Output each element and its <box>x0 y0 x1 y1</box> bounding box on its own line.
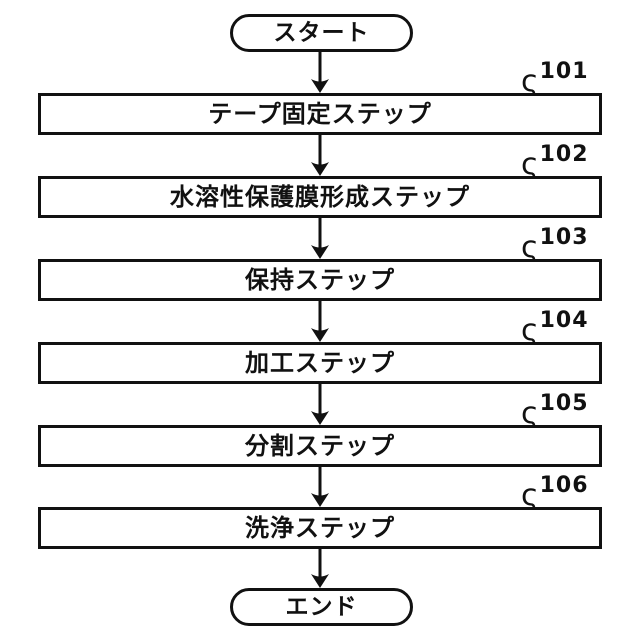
flow-arrow <box>311 549 329 588</box>
ref-label-103: ς 103 <box>521 225 611 263</box>
ref-label-101: ς 101 <box>521 59 611 97</box>
process-box-dividing: 分割ステップ <box>38 425 602 467</box>
ref-label-104: ς 104 <box>521 308 611 346</box>
process-box-protective-film: 水溶性保護膜形成ステップ <box>38 176 602 218</box>
process-box-tape-fixing: テープ固定ステップ <box>38 93 602 135</box>
flow-arrow <box>311 218 329 259</box>
ref-number: 105 <box>539 391 589 416</box>
leader-line-icon: ς <box>521 478 539 513</box>
end-terminal-label: エンド <box>285 593 358 620</box>
flow-arrow <box>311 384 329 425</box>
ref-number: 104 <box>539 308 589 333</box>
process-label: 保持ステップ <box>245 266 395 294</box>
process-box-holding: 保持ステップ <box>38 259 602 301</box>
ref-label-102: ς 102 <box>521 142 611 180</box>
process-label: テープ固定ステップ <box>208 100 432 128</box>
ref-label-105: ς 105 <box>521 391 611 429</box>
leader-line-icon: ς <box>521 147 539 182</box>
process-box-cleaning: 洗浄ステップ <box>38 507 602 549</box>
process-box-machining: 加工ステップ <box>38 342 602 384</box>
flow-arrow <box>311 301 329 342</box>
process-label: 洗浄ステップ <box>245 514 395 542</box>
ref-label-106: ς 106 <box>521 473 611 511</box>
start-terminal-label: スタート <box>273 19 370 46</box>
ref-number: 103 <box>539 225 589 250</box>
leader-line-icon: ς <box>521 313 539 348</box>
ref-number: 102 <box>539 142 589 167</box>
flow-arrow <box>311 467 329 507</box>
leader-line-icon: ς <box>521 230 539 265</box>
flow-arrow <box>311 135 329 176</box>
process-label: 分割ステップ <box>245 432 395 460</box>
ref-number: 106 <box>539 473 589 498</box>
end-terminal: エンド <box>230 588 413 626</box>
ref-number: 101 <box>539 59 589 84</box>
process-label: 加工ステップ <box>245 349 395 377</box>
flow-arrow <box>311 51 329 93</box>
process-label: 水溶性保護膜形成ステップ <box>170 183 470 211</box>
leader-line-icon: ς <box>521 396 539 431</box>
leader-line-icon: ς <box>521 64 539 99</box>
start-terminal: スタート <box>230 14 413 52</box>
